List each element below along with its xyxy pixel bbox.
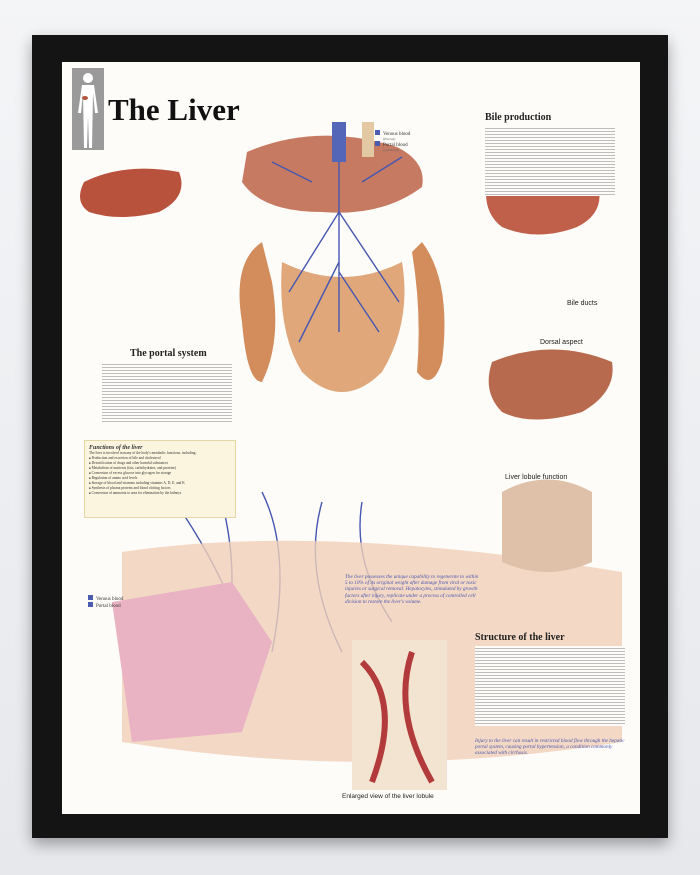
intestines-illustration xyxy=(239,242,445,382)
dorsal-aspect-illustration xyxy=(488,349,613,420)
heading-portal-system: The portal system xyxy=(130,348,207,359)
function-item: Conversion of excess glucose into glycog… xyxy=(89,471,231,476)
legend-venous: Venous blood xyxy=(96,597,124,602)
function-item: Synthesis of plasma proteins and blood c… xyxy=(89,486,231,491)
legend-portal: Portal blood xyxy=(96,604,121,609)
function-item: Storage of blood and vitamins including … xyxy=(89,481,231,486)
blood-legend-lower: Venous blood Portal blood xyxy=(88,595,123,609)
heading-structure: Structure of the liver xyxy=(475,632,565,643)
bile-production-text xyxy=(485,126,615,196)
legend-portal-note: (unfiltered) xyxy=(383,148,399,152)
function-item: Regulation of amino acid levels xyxy=(89,476,231,481)
regeneration-note: The liver possesses the unique capabilit… xyxy=(345,574,479,605)
liver-illustration xyxy=(80,168,182,217)
function-item: Conversion of ammonia to urea for elimin… xyxy=(89,491,231,496)
function-item: Detoxification of drugs and other harmfu… xyxy=(89,461,231,466)
liver-main-illustration xyxy=(242,135,423,213)
legend-venous-note: (filtered) xyxy=(383,137,396,141)
lobule-block-illustration xyxy=(112,582,272,742)
lobule-function-illustration xyxy=(502,479,592,572)
functions-box: Functions of the liver The liver is invo… xyxy=(84,440,236,518)
blood-legend: Venous blood(filtered) Portal blood(unfi… xyxy=(375,130,410,152)
functions-intro: The liver is involved in many of the bod… xyxy=(89,451,197,455)
heading-dorsal-aspect: Dorsal aspect xyxy=(540,339,583,346)
poster-title: The Liver xyxy=(108,92,240,127)
injury-note: Injury to the liver can result in restri… xyxy=(475,738,625,757)
function-item: Metabolism of nutrients (fats, carbohydr… xyxy=(89,466,231,471)
heading-lobule-function: Liver lobule function xyxy=(505,474,568,481)
heading-bile-ducts: Bile ducts xyxy=(567,300,598,307)
liver-poster: The Liver Bile production The portal sys… xyxy=(62,62,640,814)
functions-heading: Functions of the liver xyxy=(89,445,143,451)
function-item: Production and excretion of bile and cho… xyxy=(89,456,231,461)
legend-portal: Portal blood xyxy=(383,143,408,148)
human-figure-icon xyxy=(72,68,104,150)
enlarged-lobule-caption: Enlarged view of the liver lobule xyxy=(342,793,434,800)
portal-system-text xyxy=(102,362,232,422)
structure-text xyxy=(475,646,625,726)
legend-venous: Venous blood xyxy=(383,132,411,137)
heading-bile-production: Bile production xyxy=(485,112,552,123)
